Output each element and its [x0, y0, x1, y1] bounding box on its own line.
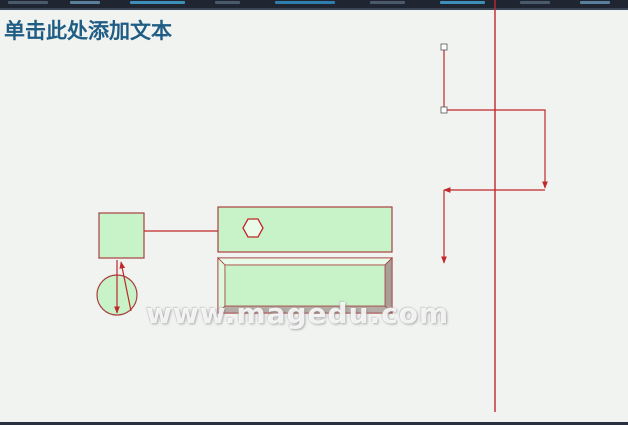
selection-handle[interactable] [440, 43, 448, 51]
slide-title[interactable]: 单击此处添加文本 [4, 18, 172, 43]
top-bar-dash [440, 1, 485, 4]
circle-to-square-connector[interactable] [119, 261, 132, 312]
top-bar-dash [8, 1, 48, 4]
watermark: www.magedu.com [146, 297, 450, 330]
top-bar-dash [520, 1, 550, 4]
elbow-connector-right[interactable] [444, 109, 548, 189]
window-top-bar [0, 0, 628, 10]
top-bar-dash [370, 1, 405, 4]
bevel-shape[interactable] [217, 257, 393, 314]
window-bottom-bar [0, 422, 628, 425]
hexagon-shape[interactable] [242, 218, 264, 238]
square-shape[interactable] [98, 212, 145, 259]
top-bar-dash [215, 1, 240, 4]
selection-handle[interactable] [440, 106, 448, 114]
top-bar-dash [130, 1, 185, 4]
top-bar-dash [275, 1, 335, 4]
top-bar-dash [580, 1, 610, 4]
top-bar-dash [70, 1, 100, 4]
